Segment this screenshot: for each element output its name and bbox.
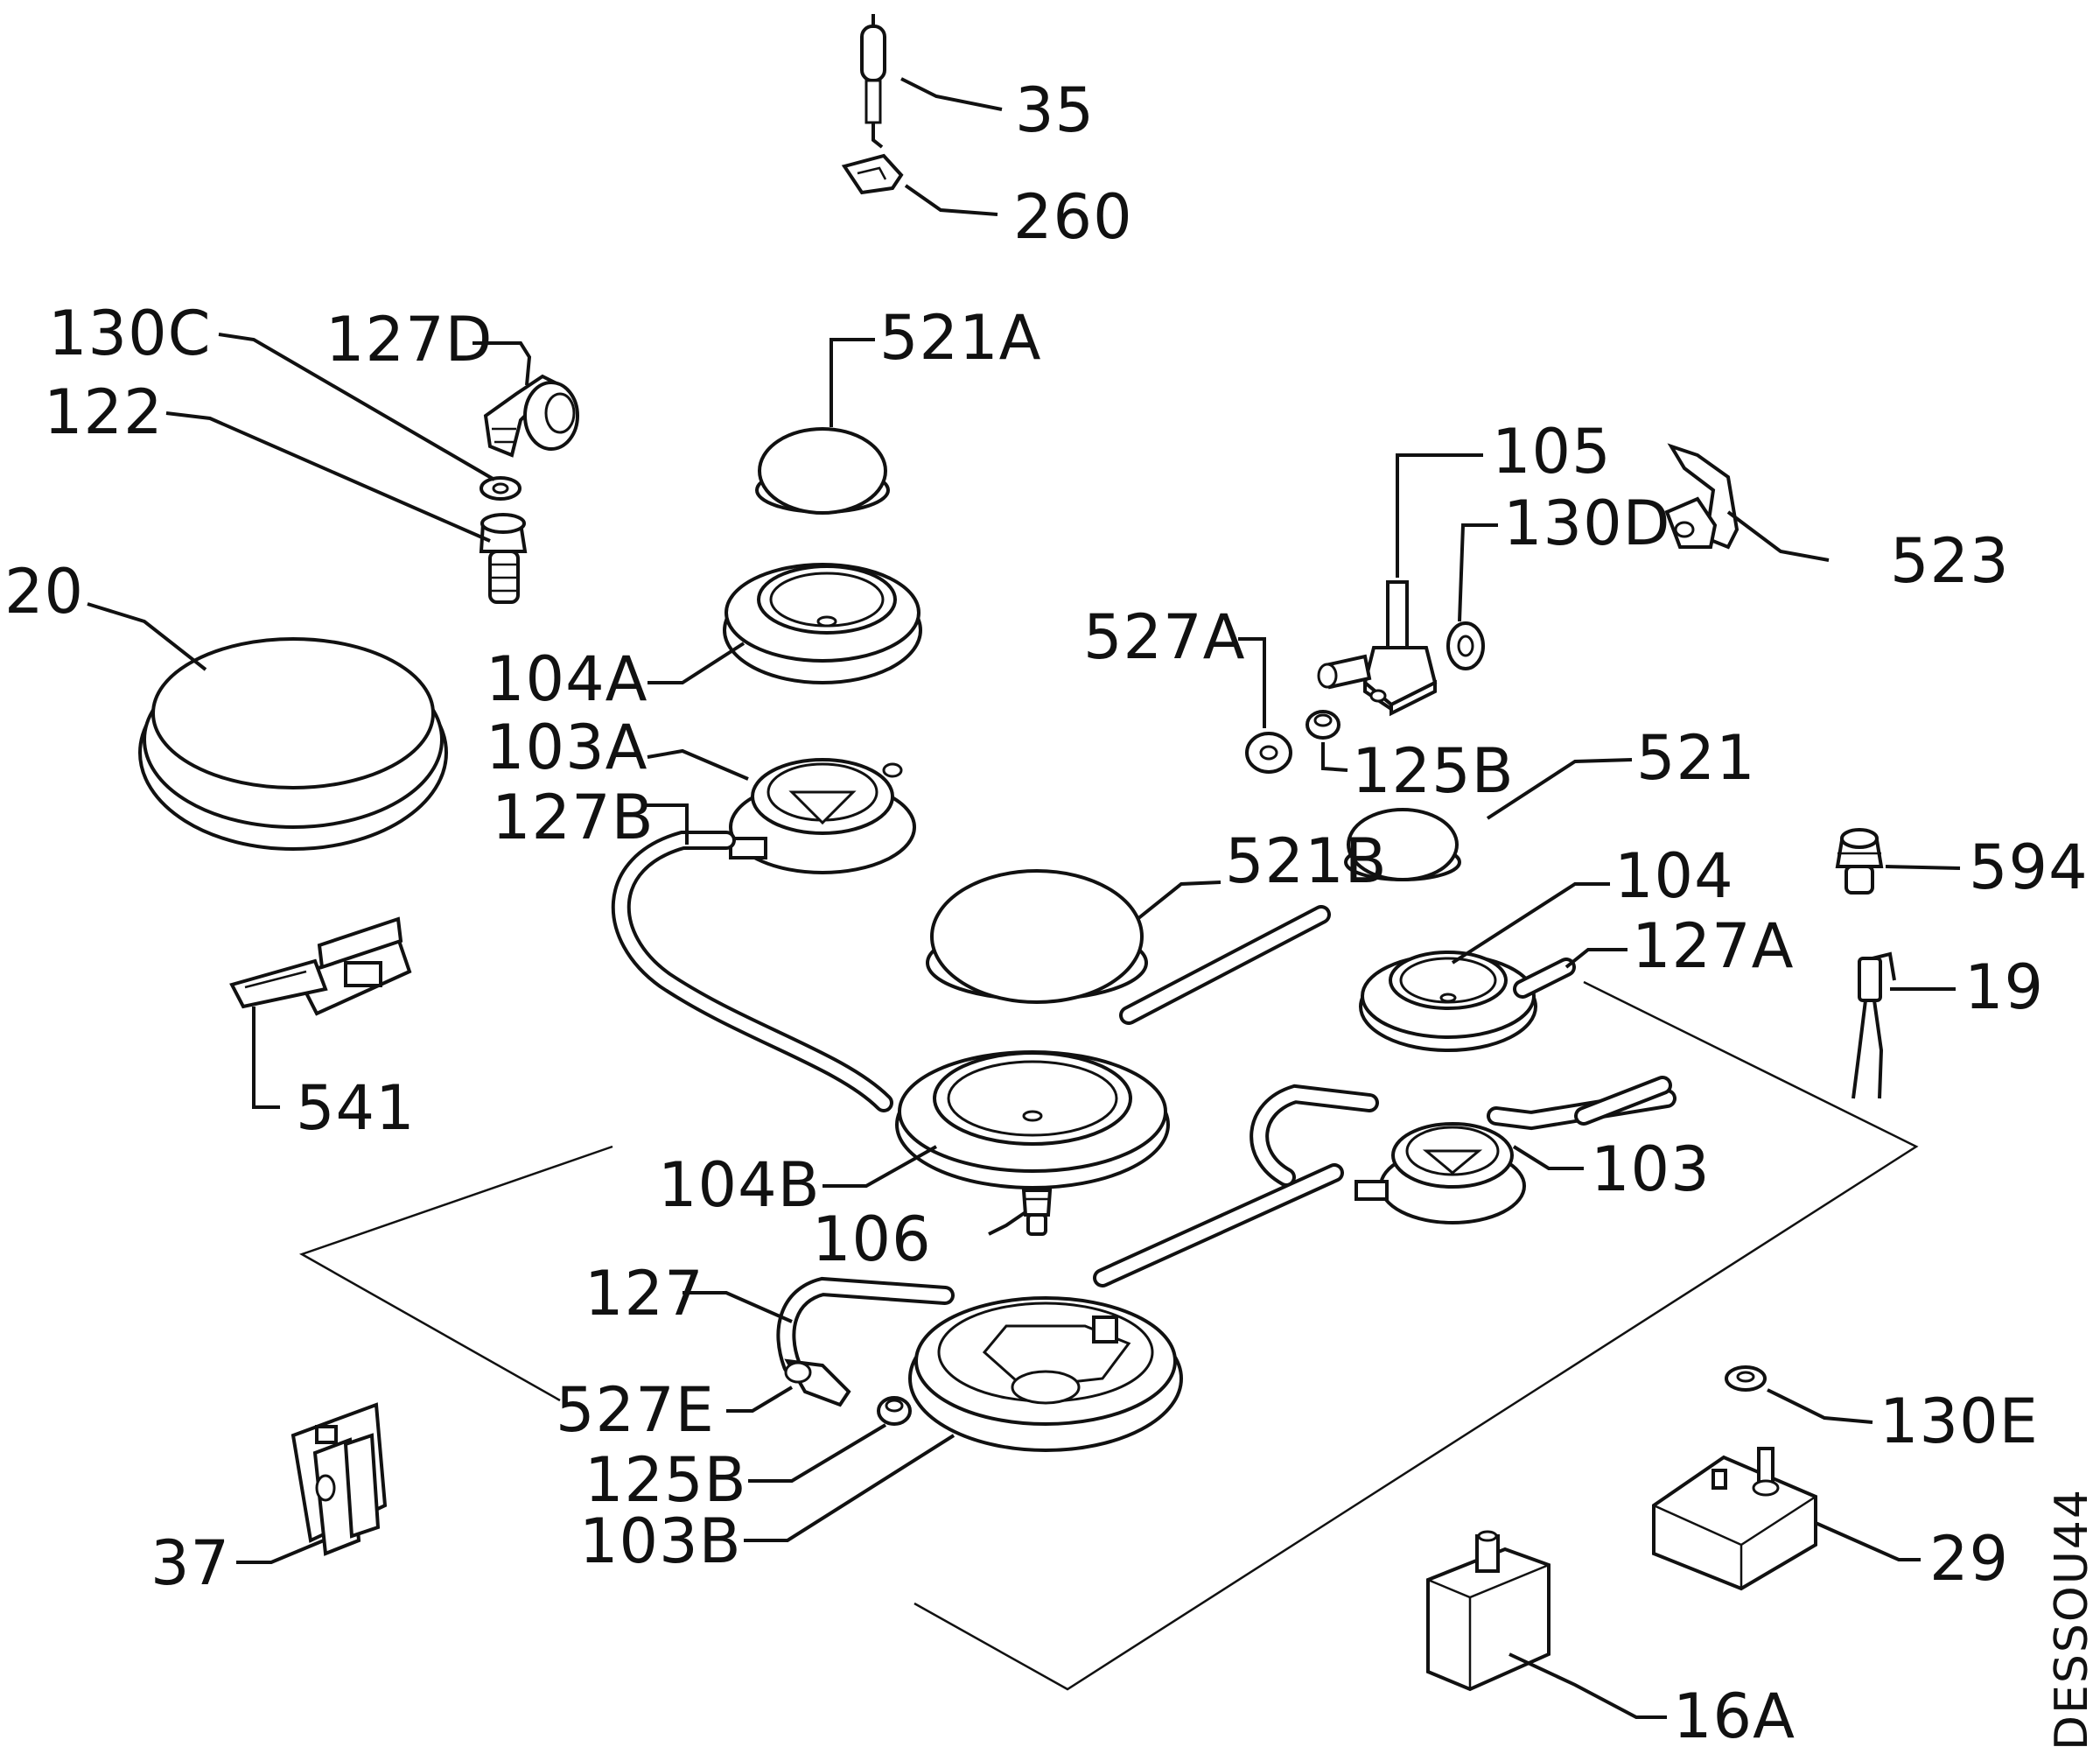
part-521B-cap [926,869,1148,1004]
label-29: 29 [1929,1523,2009,1595]
label-127A: 127A [1632,910,1795,982]
part-105-gas-valve [1317,580,1438,717]
label-35: 35 [1015,74,1095,146]
part-20-large-cap [138,637,448,851]
part-130E-washer [1725,1365,1767,1392]
part-594-fitting [1835,828,1884,895]
label-106: 106 [812,1203,932,1275]
part-104B-burner-head [895,1050,1170,1189]
part-103B-burner-base [908,1296,1183,1452]
label-130D: 130D [1503,488,1671,559]
label-104A: 104A [486,643,648,715]
label-260: 260 [1013,181,1133,253]
hob-plate-outline [298,980,1919,1691]
part-521A-cap [755,427,890,515]
part-104A-burner-head [723,563,922,684]
label-104B: 104B [658,1149,821,1221]
part-127D-elbow [483,374,579,458]
part-104-burner-head [1359,951,1537,1052]
part-130D-washer [1446,621,1485,670]
label-103A: 103A [486,712,648,783]
label-521B: 521B [1225,825,1388,897]
part-35-thermocouple [860,14,1003,149]
part-260-clip [841,153,998,216]
label-104: 104 [1614,840,1734,912]
label-103B: 103B [579,1505,742,1577]
part-103-burner-base [1354,1122,1526,1224]
label-521: 521 [1636,722,1756,794]
drawing-code: DESSOU44 [2046,1488,2098,1750]
part-37-ignition-unit [290,1402,388,1556]
label-527A: 527A [1083,601,1246,673]
part-523-bracket [1664,443,1740,550]
part-29-box [1652,1447,1817,1591]
part-127B-gas-tube [611,831,893,1112]
label-19: 19 [1964,951,2044,1023]
part-125B-bottom-plug [877,1396,912,1426]
label-521A: 521A [879,302,1042,374]
label-105: 105 [1492,416,1612,488]
part-127A-gas-tube [1513,958,1576,999]
label-541: 541 [296,1072,416,1144]
label-37: 37 [150,1527,230,1599]
part-122-nut-fitting [479,513,528,604]
label-127D: 127D [326,304,494,375]
label-20: 20 [4,556,84,628]
label-127: 127 [584,1258,704,1330]
label-103: 103 [1591,1133,1711,1205]
label-594: 594 [1969,831,2089,903]
part-125B-top-plug [1306,710,1340,740]
part-541-switch [229,916,412,1016]
label-125B-top: 125B [1352,735,1515,807]
part-19-wire [1852,951,1896,1099]
part-16A-module [1426,1530,1550,1692]
part-103A-burner-base [729,758,916,874]
label-130E: 130E [1880,1386,2039,1457]
label-122: 122 [44,376,164,448]
part-130C-washer [480,476,522,501]
label-16A: 16A [1673,1680,1796,1752]
label-523: 523 [1890,525,2010,597]
part-527A-nut [1245,732,1292,774]
label-527E: 527E [556,1374,715,1446]
label-125B-bottom: 125B [584,1444,747,1516]
part-521-cap [1344,808,1461,881]
internal-gas-tubes [1093,905,1676,1287]
part-106-injector [1021,1189,1053,1236]
label-127B: 127B [492,782,654,853]
part-527E-connector [784,1358,851,1407]
label-130C: 130C [48,298,212,369]
part-127-gas-tube [776,1276,955,1375]
